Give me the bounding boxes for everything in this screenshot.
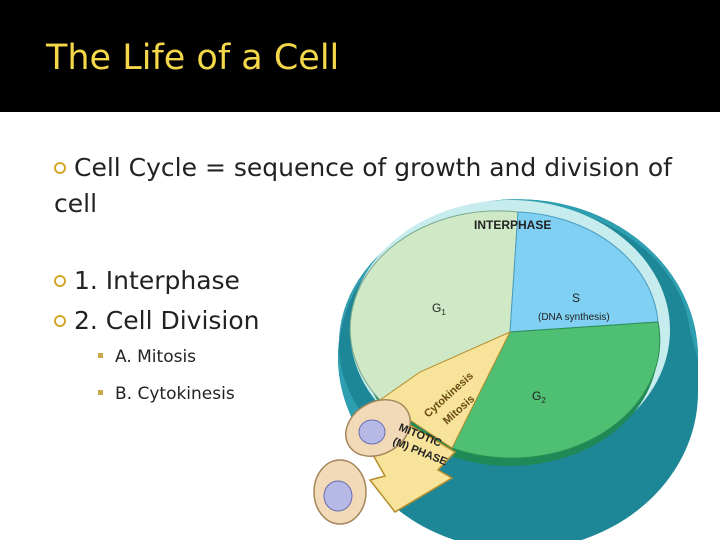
bullet-text: 1. Interphase	[74, 266, 240, 295]
s-label: S	[572, 291, 580, 305]
nucleus-upper	[358, 419, 386, 445]
sub-bullet-cytokinesis: B. Cytokinesis	[98, 384, 235, 404]
bullet-cell-division: 2. Cell Division	[54, 306, 260, 335]
s-segment	[509, 211, 659, 333]
sub-bullet-text: B. Cytokinesis	[115, 384, 235, 404]
title-bar: The Life of a Cell	[0, 0, 720, 112]
sub-bullet-mitosis: A. Mitosis	[98, 347, 196, 367]
s-detail-label: (DNA synthesis)	[538, 312, 610, 323]
nucleus-lower	[323, 480, 353, 512]
sub-bullet-text: A. Mitosis	[115, 347, 197, 367]
bullet-interphase: 1. Interphase	[54, 266, 240, 295]
g1-label: G1	[432, 301, 446, 317]
g2-label: G2	[532, 389, 546, 405]
square-bullet-icon	[98, 353, 103, 358]
bullet-ring-icon	[54, 162, 66, 174]
bullet-text: 2. Cell Division	[74, 306, 260, 335]
ring-label: INTERPHASE	[474, 218, 551, 232]
slide-title: The Life of a Cell	[46, 38, 340, 78]
bullet-cell-cycle: Cell Cycle = sequence of growth and divi…	[54, 150, 694, 222]
bullet-ring-icon	[54, 315, 66, 327]
g2-segment	[451, 321, 661, 459]
bullet-ring-icon	[54, 275, 66, 287]
bullet-text: Cell Cycle = sequence of growth and divi…	[54, 153, 672, 218]
square-bullet-icon	[98, 390, 103, 395]
